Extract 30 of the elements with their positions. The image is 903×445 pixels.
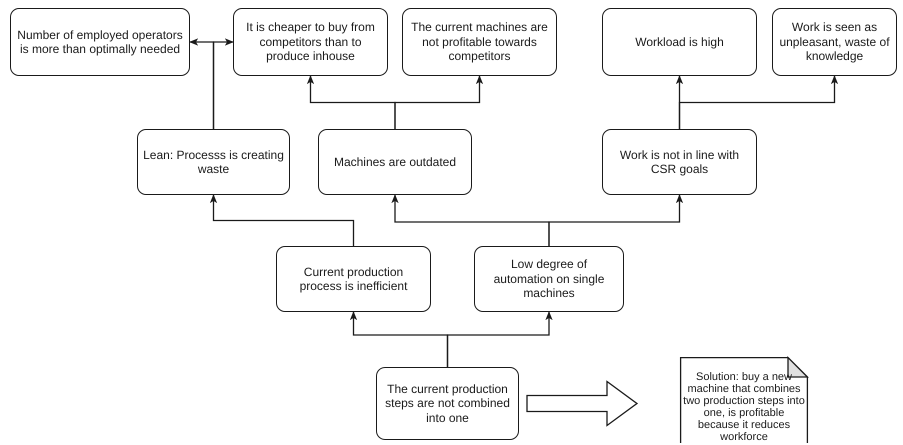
- rounded-box: [276, 246, 431, 312]
- node-text: It is cheaper to buy from competitors than to produce inhouse: [245, 20, 376, 64]
- document-shape: [680, 357, 808, 444]
- node-text: Current production process is inefficient: [298, 264, 408, 294]
- arrow: [446, 311, 553, 367]
- node-text: Number of employed operators is more than optimally needed: [16, 28, 184, 56]
- rounded-box: [474, 246, 624, 312]
- rounded-box: [376, 367, 519, 440]
- arrow: [394, 75, 484, 129]
- node-text: Lean: Processs is creating waste: [143, 148, 284, 176]
- rounded-box: [318, 129, 472, 195]
- rounded-box: [233, 8, 388, 76]
- rounded-box: [402, 8, 557, 76]
- arrow: [548, 194, 684, 246]
- rounded-box: [10, 8, 190, 76]
- arrow: [212, 38, 234, 129]
- arrow: [210, 194, 354, 246]
- rounded-box: [602, 8, 757, 76]
- node-text: Work is seen as unpleasant, waste of knowledge: [778, 20, 891, 64]
- node-text: Machines are outdated: [334, 154, 456, 170]
- node-text: Low degree of automation on single machines: [492, 257, 606, 301]
- arrow: [678, 75, 838, 129]
- node-text: The current production steps are not combined into one: [384, 382, 511, 426]
- node-text: Workload is high: [635, 34, 724, 50]
- node-text: The current machines are not profitable towards competitors: [410, 20, 549, 64]
- node-text: Work is not in line with CSR goals: [618, 148, 740, 176]
- block-arrow: [526, 380, 638, 427]
- rounded-box: [137, 129, 290, 195]
- rounded-box: [602, 129, 757, 195]
- rounded-box: [772, 8, 897, 76]
